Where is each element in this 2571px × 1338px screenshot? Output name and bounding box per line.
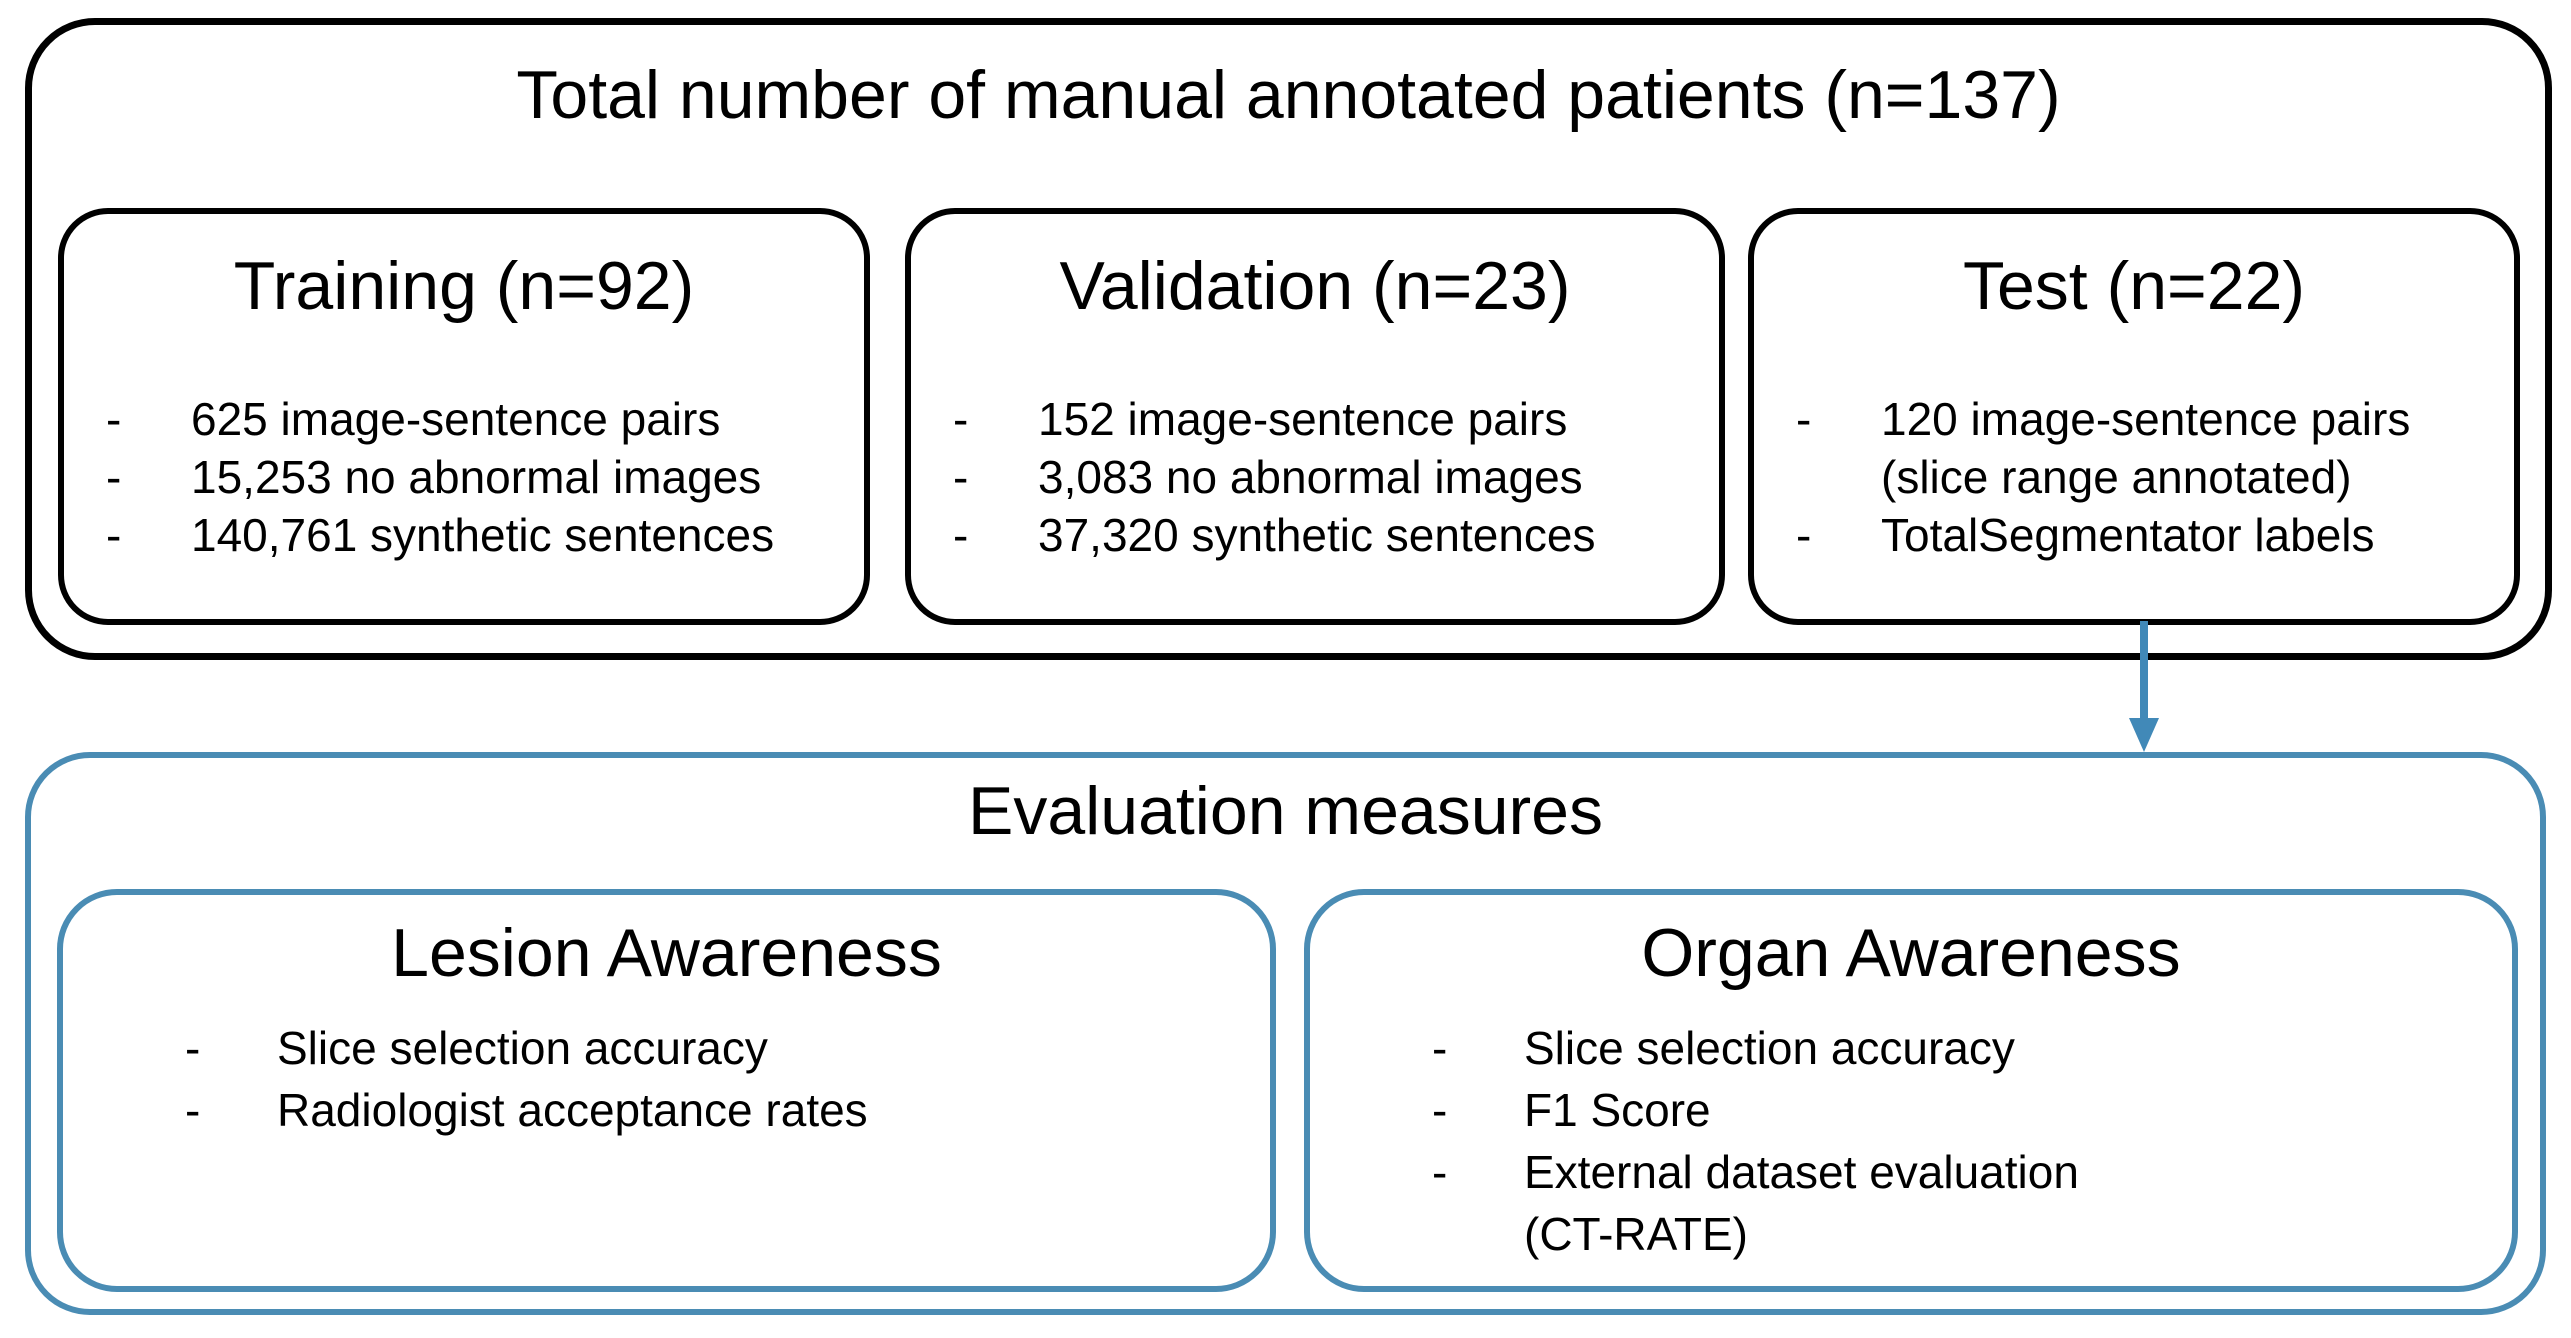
list-item: - 37,320 synthetic sentences [953,506,1703,564]
test-list: - 120 image-sentence pairs (slice range … [1754,390,2514,564]
list-item-text: Radiologist acceptance rates [277,1084,868,1136]
bullet-dash [1796,448,1881,506]
lesion-awareness-list: - Slice selection accuracy - Radiologist… [63,1017,1270,1141]
validation-list: - 152 image-sentence pairs - 3,083 no ab… [911,390,1719,564]
lesion-awareness-title: Lesion Awareness [391,915,942,991]
bullet-dash [1432,1203,1524,1265]
list-item-continuation: (slice range annotated) [1796,448,2498,506]
test-title: Test (n=22) [1962,248,2306,324]
bullet-dash: - [106,393,122,445]
list-item-text: (slice range annotated) [1881,451,2352,503]
bullet-dash: - [1432,1022,1448,1074]
training-list: - 625 image-sentence pairs - 15,253 no a… [64,390,864,564]
list-item-text: 120 image-sentence pairs [1881,393,2411,445]
list-item: - 120 image-sentence pairs [1796,390,2498,448]
test-box: Test (n=22) - 120 image-sentence pairs (… [1748,208,2520,625]
bullet-dash: - [106,451,122,503]
training-title: Training (n=92) [233,248,695,324]
list-item: - 3,083 no abnormal images [953,448,1703,506]
bullet-dash: - [953,393,969,445]
bullet-dash: - [1432,1146,1448,1198]
list-item-text: 140,761 synthetic sentences [191,509,775,561]
list-item-text: Slice selection accuracy [277,1022,768,1074]
bullet-dash: - [185,1022,201,1074]
list-item-continuation: (CT-RATE) [1432,1203,2496,1265]
organ-awareness-box: Organ Awareness - Slice selection accura… [1304,889,2518,1292]
total-patients-box: Total number of manual annotated patient… [25,18,2552,660]
list-item-text: 152 image-sentence pairs [1038,393,1568,445]
list-item: - Slice selection accuracy [1432,1017,2496,1079]
lesion-awareness-box: Lesion Awareness - Slice selection accur… [57,889,1276,1292]
organ-awareness-list: - Slice selection accuracy - F1 Score - … [1310,1017,2512,1265]
bullet-dash: - [106,509,122,561]
down-arrow-icon [2129,621,2159,752]
list-item-text: External dataset evaluation [1524,1146,2079,1198]
training-box: Training (n=92) - 625 image-sentence pai… [58,208,870,625]
list-item: - Radiologist acceptance rates [185,1079,1254,1141]
list-item: - Slice selection accuracy [185,1017,1254,1079]
bullet-dash: - [185,1084,201,1136]
list-item-text: 625 image-sentence pairs [191,393,721,445]
list-item: - 625 image-sentence pairs [106,390,848,448]
organ-awareness-title: Organ Awareness [1641,915,2181,991]
total-patients-title: Total number of manual annotated patient… [516,57,2061,133]
bullet-dash: - [953,509,969,561]
list-item-text: 37,320 synthetic sentences [1038,509,1596,561]
list-item-text: 15,253 no abnormal images [191,451,762,503]
bullet-dash: - [1796,393,1812,445]
bullet-dash: - [953,451,969,503]
list-item: - 140,761 synthetic sentences [106,506,848,564]
evaluation-measures-title: Evaluation measures [967,773,1603,849]
list-item: - F1 Score [1432,1079,2496,1141]
bullet-dash: - [1432,1084,1448,1136]
evaluation-measures-box: Evaluation measures Lesion Awareness - S… [25,752,2546,1315]
validation-box: Validation (n=23) - 152 image-sentence p… [905,208,1725,625]
list-item-text: TotalSegmentator labels [1881,509,2375,561]
list-item: - 152 image-sentence pairs [953,390,1703,448]
list-item: - 15,253 no abnormal images [106,448,848,506]
list-item-text: (CT-RATE) [1524,1208,1749,1260]
list-item: - TotalSegmentator labels [1796,506,2498,564]
bullet-dash: - [1796,509,1812,561]
list-item-text: 3,083 no abnormal images [1038,451,1583,503]
list-item-text: F1 Score [1524,1084,1711,1136]
list-item: - External dataset evaluation [1432,1141,2496,1203]
validation-title: Validation (n=23) [1059,248,1571,324]
list-item-text: Slice selection accuracy [1524,1022,2015,1074]
